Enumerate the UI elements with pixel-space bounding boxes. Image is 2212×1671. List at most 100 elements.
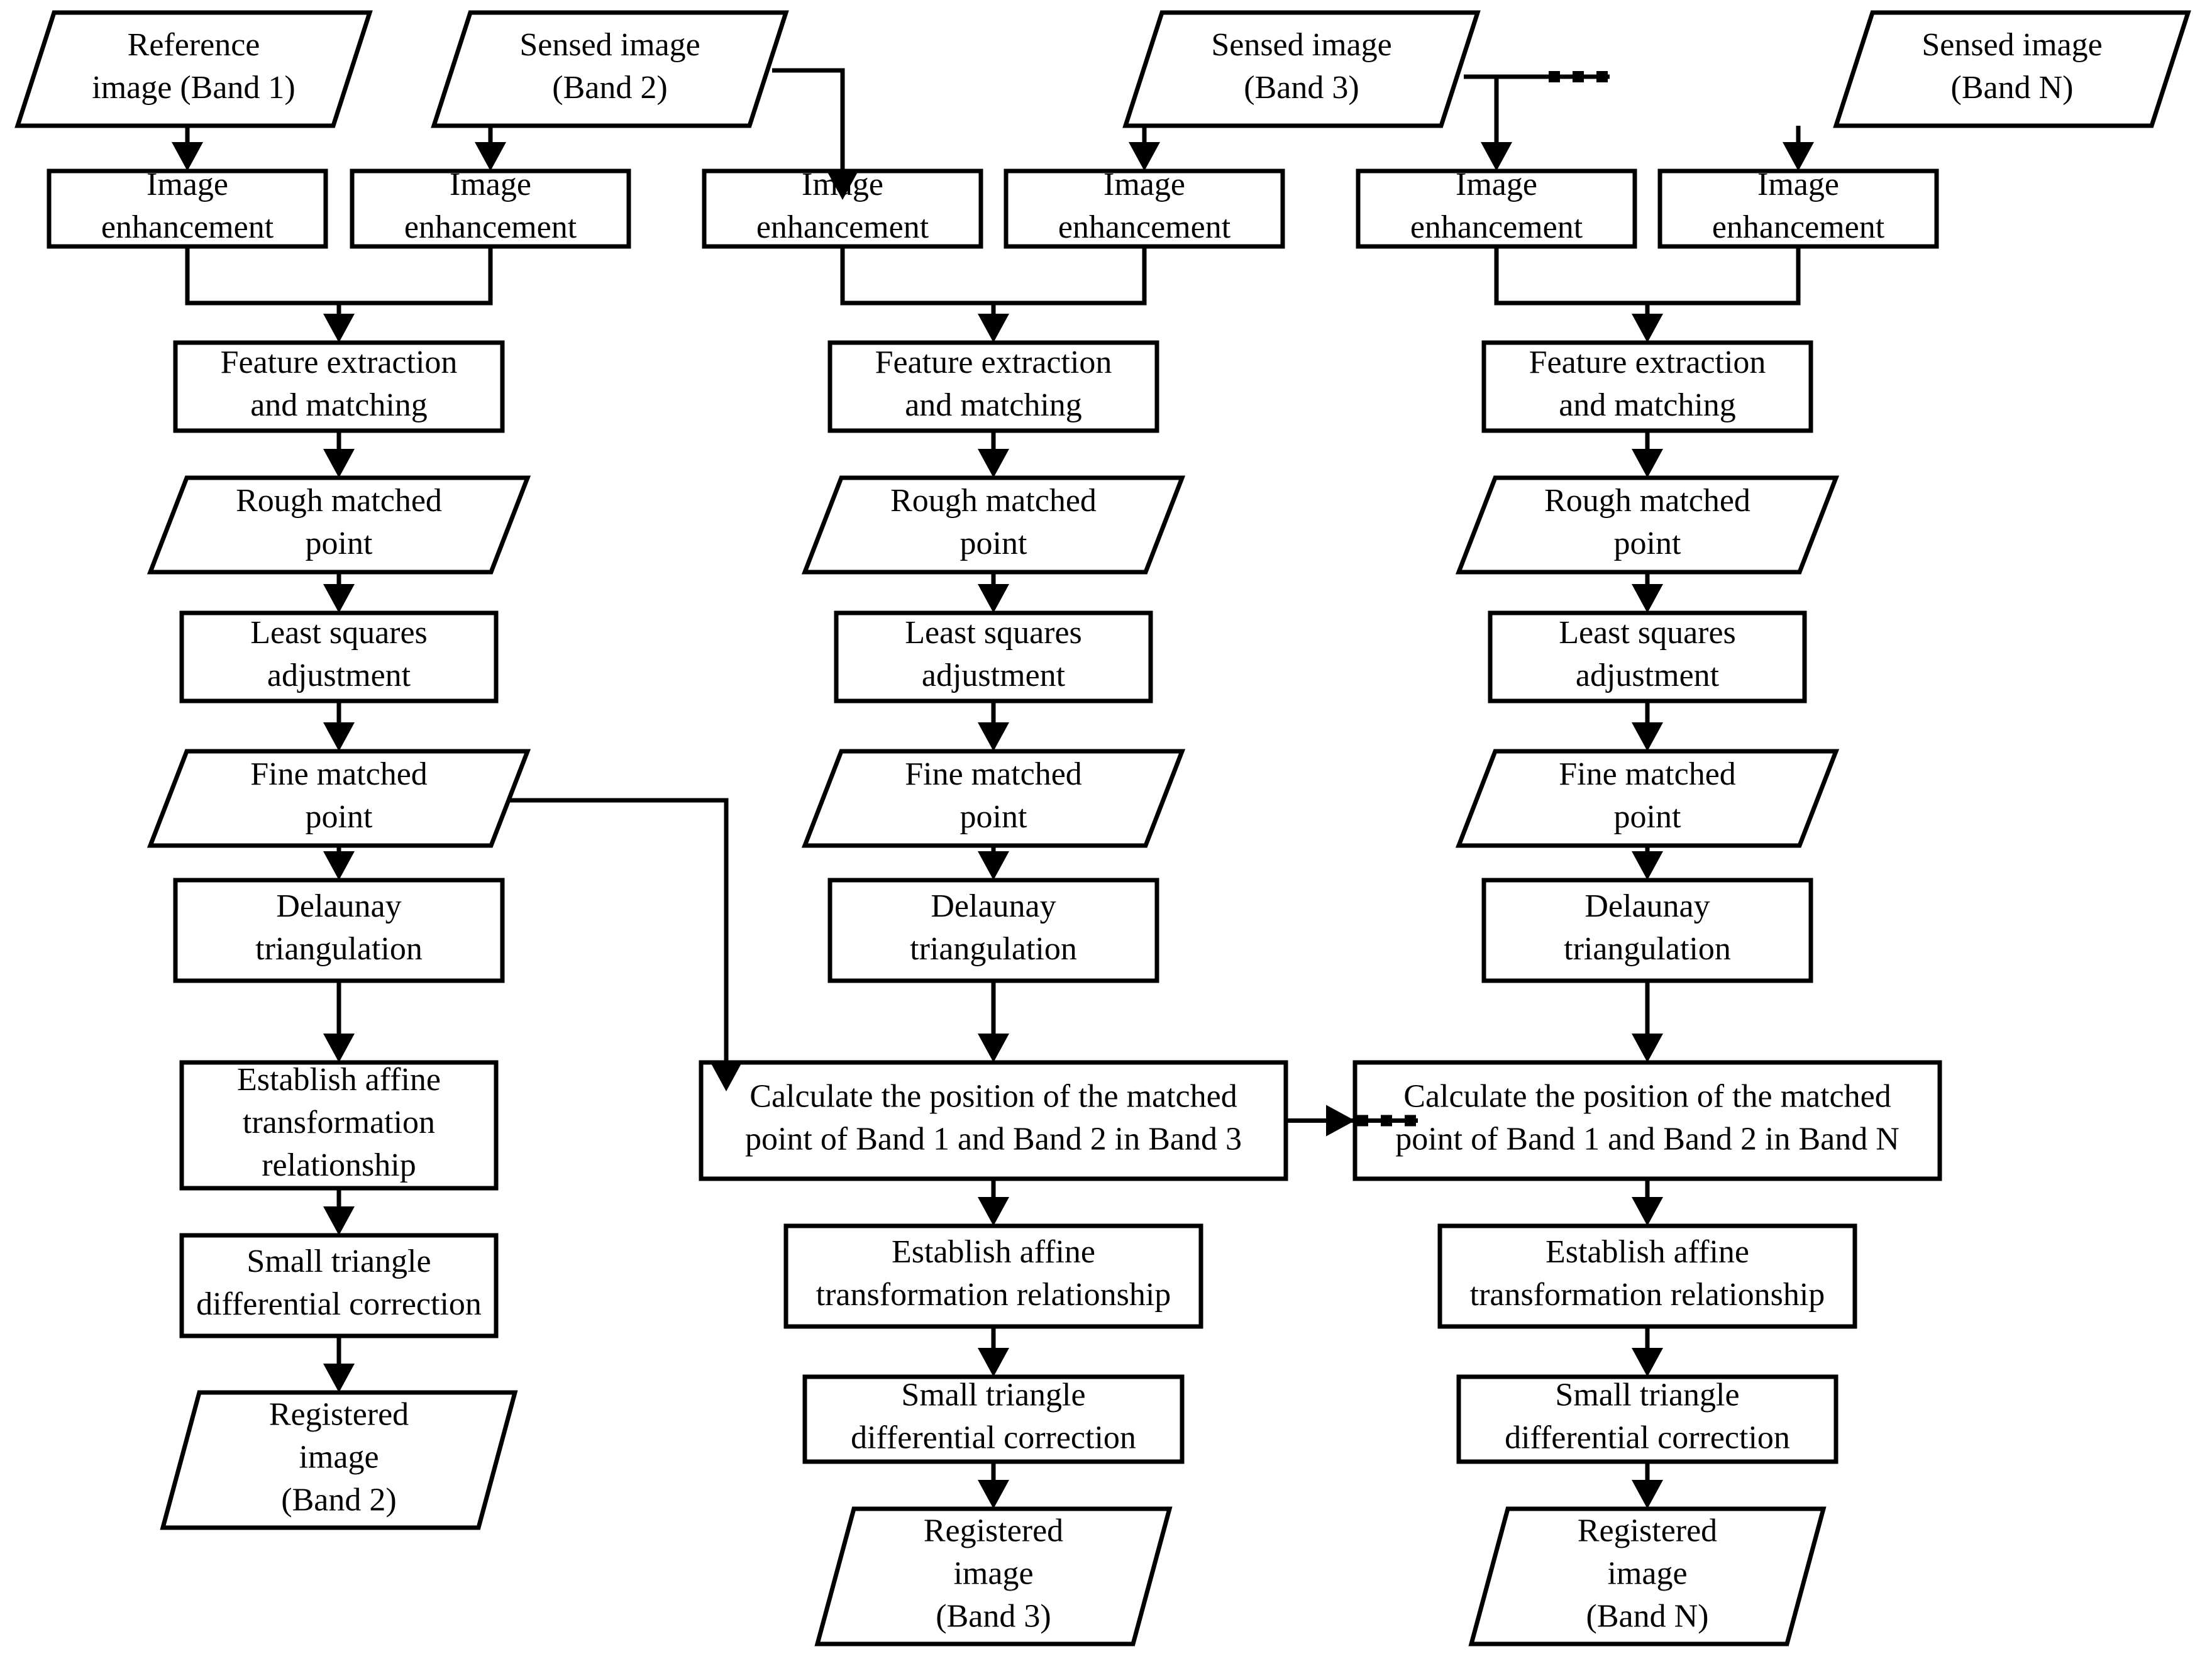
connector-band3-branch-to-enh5: [1494, 74, 1610, 142]
enhancement-enh-3-label-line-2: enhancement: [756, 209, 929, 245]
arrowhead-down: [1632, 1348, 1663, 1377]
connector-band2-branch-to-enh3: [772, 68, 845, 171]
node-affine-1-shape: [179, 1060, 499, 1191]
enhancement-enh-2-shape: [350, 168, 631, 249]
node-fine-3-label-line-2: point: [1614, 799, 1681, 835]
input-in-band2-shape: [431, 10, 789, 128]
enhancement-enh-2-label-line-1: Image: [450, 167, 531, 202]
input-in-bandN-label-line-1: Sensed image: [1922, 27, 2102, 63]
arrowhead-down: [1129, 142, 1160, 171]
node-smalltri-1-label-line-1: Small triangle: [246, 1244, 431, 1279]
node-out-1-label-line-2: image: [299, 1439, 379, 1475]
enhancement-enh-5-label-line-2: enhancement: [1410, 209, 1583, 245]
arrowhead-down: [323, 1034, 355, 1062]
node-fine-3-shape: [1455, 749, 1840, 848]
node-calc-3-label-line-1: Calculate the position of the matched: [1403, 1078, 1891, 1114]
node-smalltri-1-label-line-2: differential correction: [196, 1286, 482, 1322]
node-out-3-label-line-3: (Band N): [1586, 1598, 1709, 1634]
node-affine-3-label-line-1: Establish affine: [1546, 1234, 1749, 1270]
enhancement-enh-4-label-line-2: enhancement: [1058, 209, 1231, 245]
arrowhead-down: [978, 1480, 1009, 1509]
node-calc-2-shape: [699, 1060, 1288, 1181]
node-out-1-label-line-3: (Band 2): [281, 1482, 396, 1518]
node-feat-3-label-line-2: and matching: [1559, 387, 1736, 423]
node-feat-1-label-line-2: and matching: [250, 387, 428, 423]
arrowhead-down: [1632, 722, 1663, 751]
node-affine-1-label-line-1: Establish affine: [237, 1062, 441, 1098]
node-fine-1-label-line-1: Fine matched: [250, 756, 428, 792]
node-rough-2-label-line-1: Rough matched: [890, 483, 1097, 519]
node-feat-2-shape: [827, 340, 1159, 433]
enhancement-enh-6-label-line-1: Image: [1757, 167, 1839, 202]
node-delaunay-2-label-line-1: Delaunay: [931, 888, 1056, 924]
enhancement-enh-1-label-line-2: enhancement: [101, 209, 274, 245]
node-lsq-3-label-line-2: adjustment: [1576, 658, 1720, 693]
enhancement-enh-4-label-line-1: Image: [1103, 167, 1185, 202]
node-fine-2-shape: [801, 749, 1186, 848]
input-in-band2-label-line-2: (Band 2): [552, 70, 667, 106]
node-out-2-label-line-2: image: [953, 1555, 1033, 1591]
node-fine-1-shape: [147, 749, 531, 848]
node-smalltri-2-label-line-1: Small triangle: [901, 1377, 1085, 1413]
arrowhead-down: [323, 1364, 355, 1392]
arrowhead-down: [1632, 1480, 1663, 1509]
node-affine-1-label-line-2: transformation: [243, 1105, 435, 1140]
node-lsq-2-label-line-1: Least squares: [905, 615, 1082, 651]
input-in-band1-label-line-2: image (Band 1): [92, 70, 295, 106]
arrowhead-down: [978, 722, 1009, 751]
arrowhead-down: [827, 171, 858, 200]
node-delaunay-3-label-line-2: triangulation: [1564, 931, 1731, 967]
arrowhead-down: [1481, 142, 1512, 171]
node-affine-2-label-line-1: Establish affine: [892, 1234, 1095, 1270]
node-rough-3-shape: [1455, 475, 1840, 575]
node-smalltri-3-label-line-2: differential correction: [1505, 1420, 1790, 1455]
connector-merge-col3-bracket: [1494, 246, 1801, 306]
arrowhead-down: [1632, 449, 1663, 478]
node-feat-2-label-line-1: Feature extraction: [875, 345, 1112, 380]
node-out-3-shape: [1468, 1506, 1827, 1646]
arrowhead-down: [978, 449, 1009, 478]
input-in-band3-shape: [1122, 10, 1481, 128]
arrowhead-down: [323, 584, 355, 613]
input-in-band3-label-line-2: (Band 3): [1244, 70, 1359, 106]
node-rough-1-shape: [147, 475, 531, 575]
enhancement-enh-5-label-line-1: Image: [1456, 167, 1537, 202]
node-delaunay-1-label-line-2: triangulation: [255, 931, 423, 967]
input-in-bandN-shape: [1833, 10, 2191, 128]
arrowhead-down: [978, 584, 1009, 613]
node-fine-2-label-line-1: Fine matched: [905, 756, 1082, 792]
arrowhead-right: [1326, 1105, 1355, 1137]
arrowhead-down: [323, 851, 355, 880]
node-feat-3-label-line-1: Feature extraction: [1529, 345, 1766, 380]
node-smalltri-2-shape: [802, 1374, 1185, 1464]
input-in-band1-shape: [14, 10, 373, 128]
arrowhead-down: [323, 722, 355, 751]
node-affine-1-label-line-3: relationship: [262, 1147, 416, 1183]
node-out-1-label-line-1: Registered: [269, 1396, 409, 1432]
node-out-2-label-line-3: (Band 3): [936, 1598, 1051, 1634]
node-affine-3-label-line-2: transformation relationship: [1470, 1277, 1825, 1313]
node-feat-1-label-line-1: Feature extraction: [221, 345, 458, 380]
node-feat-2-label-line-2: and matching: [905, 387, 1082, 423]
node-rough-3-label-line-1: Rough matched: [1544, 483, 1750, 519]
node-out-2-shape: [814, 1506, 1173, 1646]
node-smalltri-3-label-line-1: Small triangle: [1555, 1377, 1739, 1413]
node-rough-2-shape: [801, 475, 1186, 575]
node-fine-2-label-line-2: point: [960, 799, 1027, 835]
arrowhead-down: [1632, 1034, 1663, 1062]
arrowhead-down: [711, 1062, 742, 1091]
node-out-3-label-line-2: image: [1607, 1555, 1687, 1591]
enhancement-enh-1-shape: [47, 168, 328, 249]
node-out-3-label-line-1: Registered: [1578, 1513, 1717, 1548]
arrowhead-down: [978, 314, 1009, 343]
arrowhead-down: [1632, 314, 1663, 343]
node-rough-3-label-line-2: point: [1614, 526, 1681, 561]
node-rough-1-label-line-2: point: [306, 526, 373, 561]
node-smalltri-1-shape: [179, 1233, 499, 1338]
node-delaunay-1-label-line-1: Delaunay: [276, 888, 401, 924]
input-in-band3-label-line-1: Sensed image: [1211, 27, 1391, 63]
node-lsq-2-label-line-2: adjustment: [922, 658, 1066, 693]
enhancement-enh-6-label-line-2: enhancement: [1712, 209, 1885, 245]
arrowhead-down: [475, 142, 506, 171]
